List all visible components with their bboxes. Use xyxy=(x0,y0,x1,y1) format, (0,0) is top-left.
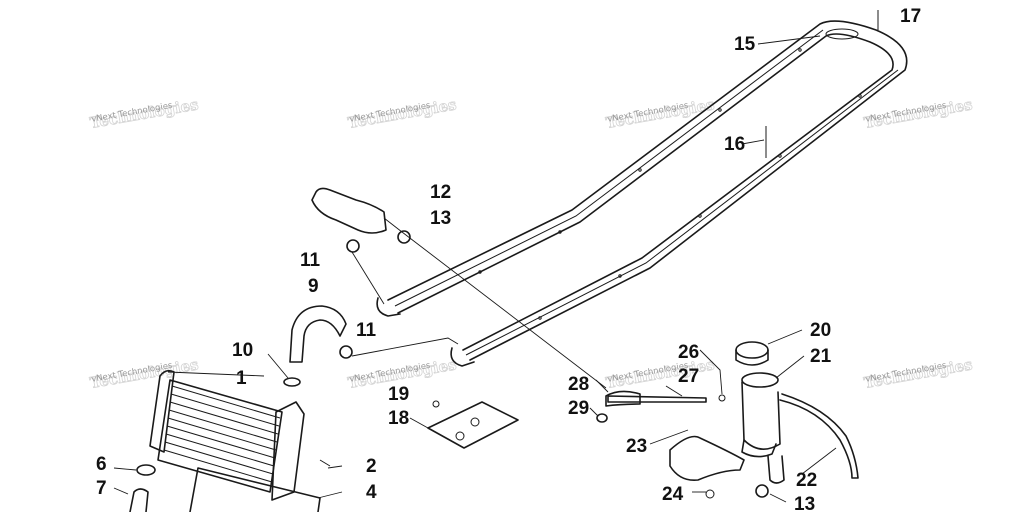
clamp-6 xyxy=(136,464,156,476)
watermark: Technologies vNext Technologies xyxy=(88,355,200,393)
upper-hose-12 xyxy=(311,187,387,234)
watermark: Technologies vNext Technologies xyxy=(862,355,974,393)
bracket-18 xyxy=(427,401,519,449)
clamp-26 xyxy=(718,394,726,402)
callout-22: 22 xyxy=(796,470,817,491)
sleeve-28 xyxy=(605,390,641,407)
callout-2: 2 xyxy=(366,456,377,477)
callout-16: 16 xyxy=(724,134,745,155)
callout-29: 29 xyxy=(568,398,589,419)
callout-11: 11 xyxy=(356,320,377,341)
strap-23 xyxy=(669,435,745,482)
callout-18: 18 xyxy=(388,408,409,429)
heat-exchanger-15 xyxy=(376,20,908,367)
hose-clamp-13 xyxy=(397,230,411,244)
clamp-29 xyxy=(596,413,608,423)
vent-hose-27 xyxy=(607,395,707,403)
callout-21: 21 xyxy=(810,346,832,367)
leader-lines xyxy=(113,35,837,503)
callout-28: 28 xyxy=(568,374,589,395)
watermark: Technologies vNext Technologies xyxy=(88,95,200,133)
watermark: Technologies vNext Technologies xyxy=(346,95,458,133)
hose-9 xyxy=(289,305,347,363)
callout-24: 24 xyxy=(662,484,684,505)
callout-labels: 1 2 4 6 7 9 10 11 11 12 13 13 15 16 17 1… xyxy=(96,6,921,512)
callout-27: 27 xyxy=(678,366,699,387)
hose-7 xyxy=(129,488,149,512)
screw-19 xyxy=(432,400,440,408)
callout-26: 26 xyxy=(678,342,699,363)
callout-13: 13 xyxy=(794,494,815,512)
watermarks: Technologies vNext Technologies Technolo… xyxy=(88,95,974,393)
hose-clamp-11 xyxy=(346,239,360,253)
overflow-hose-22 xyxy=(779,393,859,479)
watermark: Technologies vNext Technologies xyxy=(604,95,716,133)
bolt-2 xyxy=(319,459,331,467)
coolant-tank-21 xyxy=(741,372,785,484)
callout-6: 6 xyxy=(96,454,107,475)
callout-12: 12 xyxy=(430,182,451,203)
plate-4 xyxy=(189,467,321,512)
callout-15: 15 xyxy=(734,34,756,55)
radiator-1 xyxy=(149,369,305,501)
callout-9: 9 xyxy=(308,276,319,297)
watermark: Technologies vNext Technologies xyxy=(862,95,974,133)
callout-20: 20 xyxy=(810,320,831,341)
hose-clamp-13 xyxy=(755,484,769,498)
callout-17: 17 xyxy=(900,6,921,27)
callout-11: 11 xyxy=(300,250,321,271)
callout-4: 4 xyxy=(366,482,377,503)
callout-13: 13 xyxy=(430,208,451,229)
callout-19: 19 xyxy=(388,384,409,405)
cap-20 xyxy=(735,341,769,359)
callout-7: 7 xyxy=(96,478,107,499)
nut-24 xyxy=(705,489,715,499)
clamp-10 xyxy=(283,377,301,387)
hose-clamp-11 xyxy=(339,345,353,359)
callout-10: 10 xyxy=(232,340,253,361)
callout-23: 23 xyxy=(626,436,647,457)
callout-1: 1 xyxy=(236,368,247,389)
